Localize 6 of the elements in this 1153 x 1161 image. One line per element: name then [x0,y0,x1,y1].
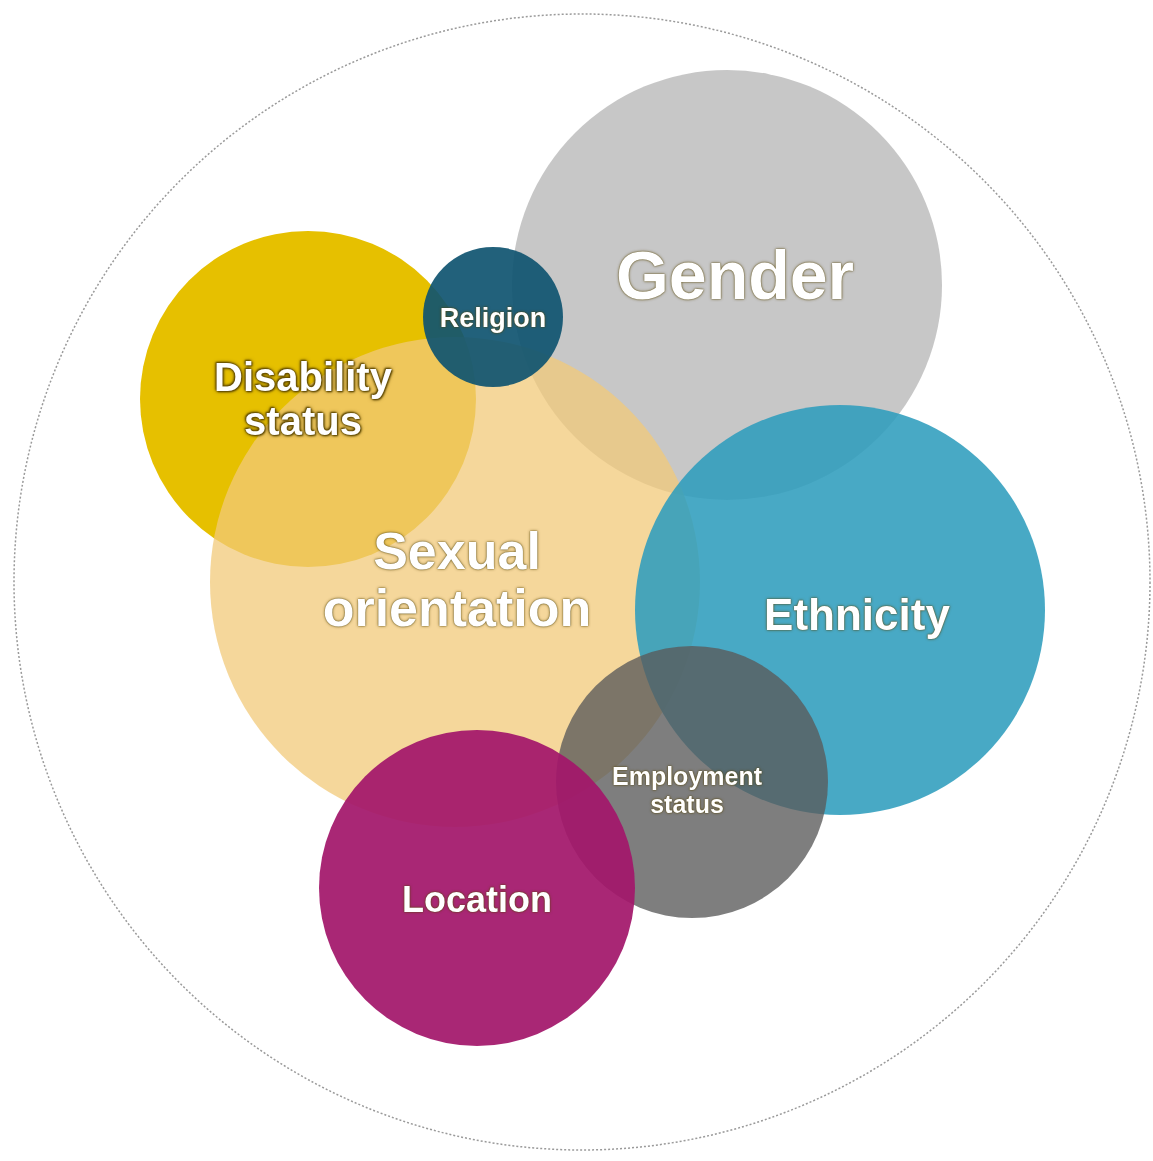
category-label: Sexual orientation [321,522,593,638]
category-label: Gender [614,237,856,313]
category-label: Religion [438,304,548,334]
category-label: Employment status [611,762,763,818]
category-label: Location [401,880,553,920]
category-label: Ethnicity [763,590,951,640]
